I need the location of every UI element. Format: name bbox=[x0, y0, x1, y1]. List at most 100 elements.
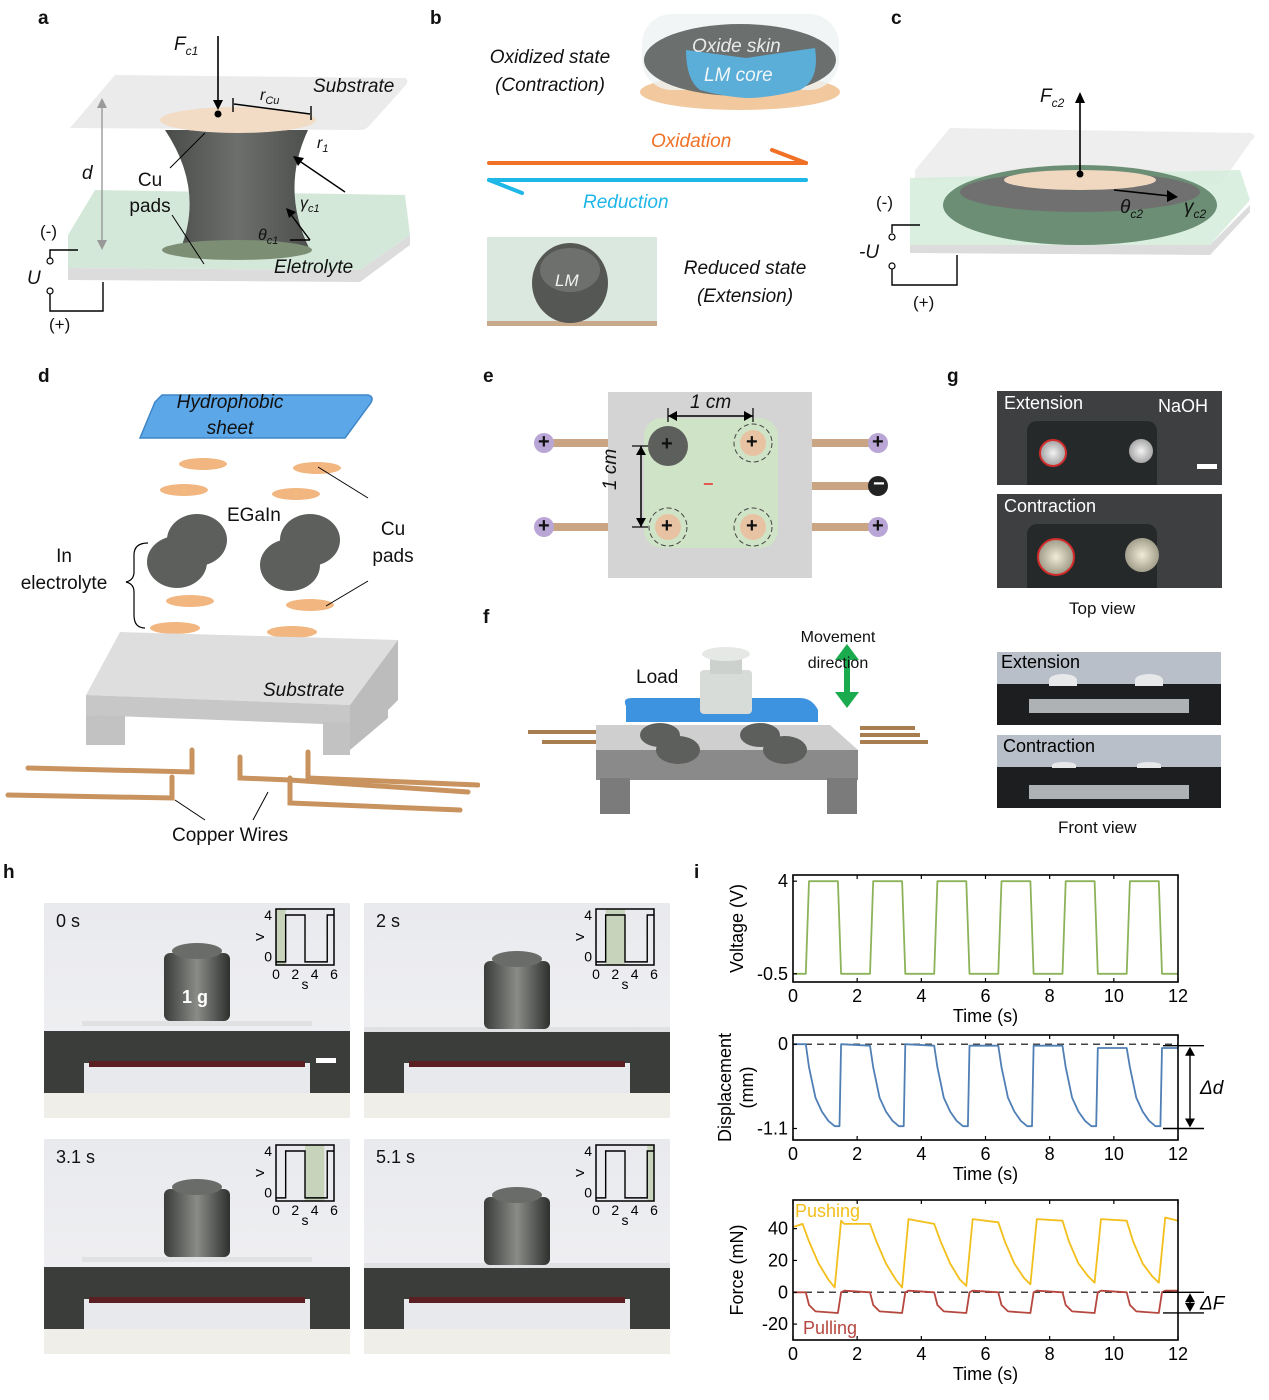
substrate-label-d: Substrate bbox=[263, 680, 345, 701]
inset-highlight bbox=[276, 909, 286, 965]
dim-vertical-label: 1 cm bbox=[600, 448, 621, 490]
series-displacement bbox=[793, 1043, 1178, 1128]
inset-voltage-trace bbox=[276, 914, 334, 963]
inset-ytick: 0 bbox=[264, 1185, 272, 1201]
x-tick-label: 8 bbox=[1045, 1344, 1055, 1364]
inset-xtick: 2 bbox=[611, 966, 619, 982]
cu-pads-bottom bbox=[150, 595, 334, 638]
panel-a-illustration bbox=[46, 36, 410, 312]
panel-label-c: c bbox=[891, 8, 902, 29]
x-tick-label: 4 bbox=[916, 1344, 926, 1364]
inset-highlight bbox=[305, 1145, 325, 1201]
panel-label-g: g bbox=[947, 366, 959, 387]
theta-c2-label: θc2 bbox=[1120, 197, 1143, 221]
photo-frame: 3.1 s bbox=[44, 1139, 350, 1354]
top-view-caption: Top view bbox=[1069, 599, 1136, 618]
lm-core-label: LM core bbox=[704, 65, 773, 86]
reduced-state-label: Reduced state(Extension) bbox=[683, 258, 807, 307]
inset-xtick: 6 bbox=[650, 1202, 658, 1218]
photo-front-contraction bbox=[997, 735, 1221, 808]
y-tick-label: -0.5 bbox=[757, 964, 788, 984]
inset-ylabel: V bbox=[256, 932, 267, 942]
substrate-label: Substrate bbox=[313, 76, 395, 97]
egain-droplets bbox=[147, 514, 340, 591]
gamma-c2-label: γc2 bbox=[1184, 197, 1207, 221]
frame-time-label: 3.1 s bbox=[56, 1147, 96, 1167]
lm-droplet-e bbox=[648, 426, 688, 466]
y-tick-label: 40 bbox=[768, 1219, 788, 1239]
y-tick-label: 20 bbox=[768, 1250, 788, 1270]
x-tick-label: 8 bbox=[1045, 986, 1055, 1006]
inset-xtick: 6 bbox=[330, 1202, 338, 1218]
lm-droplets-f bbox=[640, 723, 807, 764]
inset-ytick: 0 bbox=[584, 949, 592, 965]
series-voltage bbox=[793, 880, 1178, 975]
y-tick-label: 4 bbox=[778, 871, 788, 891]
pad-sign-lm: + bbox=[661, 433, 673, 455]
top-extension-label: Extension bbox=[1004, 393, 1084, 413]
weight-1g bbox=[164, 953, 230, 1021]
series-pulling bbox=[793, 1289, 1178, 1314]
terminal-right-1: + bbox=[872, 431, 884, 453]
x-tick-label: 10 bbox=[1104, 1144, 1124, 1164]
inset-voltage-trace bbox=[596, 914, 654, 963]
inset-ylabel: V bbox=[576, 1168, 587, 1178]
lm-bridge bbox=[165, 130, 310, 250]
inset-xtick: 4 bbox=[311, 966, 319, 982]
plus-terminal-label-c: (+) bbox=[913, 293, 935, 312]
inset-xlabel: s bbox=[622, 976, 629, 990]
terminals bbox=[534, 433, 888, 537]
terminal-wires bbox=[545, 439, 878, 531]
upper-substrate bbox=[70, 75, 408, 130]
frame-time-label: 0 s bbox=[56, 911, 81, 931]
force-point bbox=[214, 110, 222, 118]
y-axis-label: Voltage (V) bbox=[727, 884, 747, 973]
panel-label-i: i bbox=[694, 862, 700, 883]
y-axis-label: (mm) bbox=[737, 1067, 757, 1109]
panel-f-illustration bbox=[528, 644, 928, 814]
weight-1g bbox=[484, 961, 550, 1029]
inset-axes bbox=[595, 1144, 655, 1202]
plus-terminal-label: (+) bbox=[49, 315, 71, 334]
inset-ytick: 4 bbox=[264, 907, 272, 923]
inset-ylabel: V bbox=[576, 932, 587, 942]
cu-pad bbox=[1004, 170, 1156, 190]
panel-label-d: d bbox=[38, 366, 50, 387]
x-tick-label: 12 bbox=[1168, 1344, 1188, 1364]
inset-xtick: 0 bbox=[592, 966, 600, 982]
inset-voltage-trace bbox=[596, 1150, 654, 1199]
naoh-label: NaOH bbox=[1158, 396, 1209, 416]
x-tick-label: 2 bbox=[852, 986, 862, 1006]
wires-f bbox=[528, 726, 928, 744]
copper-wires-label: Copper Wires bbox=[172, 825, 289, 846]
r-cu-label: rCu bbox=[260, 87, 280, 108]
inset-xlabel: s bbox=[622, 1212, 629, 1226]
electrolyte-label: Eletrolyte bbox=[274, 257, 354, 278]
front-extension-label: Extension bbox=[1001, 652, 1081, 672]
panel-c-illustration bbox=[888, 92, 1255, 286]
inset-xtick: 2 bbox=[291, 966, 299, 982]
inset-highlight bbox=[647, 1145, 654, 1201]
pad-sign-br: + bbox=[746, 515, 758, 537]
oxidized-state-label: Oxidized state(Contraction) bbox=[489, 47, 611, 96]
inset-xtick: 4 bbox=[311, 1202, 319, 1218]
r1-label: r1 bbox=[317, 135, 329, 156]
inset-ytick: 4 bbox=[264, 1143, 272, 1159]
y-tick-label: -1.1 bbox=[757, 1119, 788, 1139]
legend-pushing: Pushing bbox=[795, 1201, 860, 1221]
series-pushing bbox=[792, 1216, 1179, 1289]
inset-axes bbox=[275, 1144, 335, 1202]
y-axis-label: Force (mN) bbox=[727, 1225, 747, 1316]
egain-label: EGaIn bbox=[227, 505, 281, 526]
front-view-caption: Front view bbox=[1058, 818, 1137, 837]
inset-xtick: 6 bbox=[330, 966, 338, 982]
force-fc2-label: Fc2 bbox=[1040, 86, 1065, 110]
scale-bar bbox=[1197, 464, 1217, 469]
photo-frame: 2 s bbox=[364, 903, 670, 1118]
inset-voltage-trace bbox=[276, 1150, 334, 1199]
inset-ytick: 4 bbox=[584, 907, 592, 923]
